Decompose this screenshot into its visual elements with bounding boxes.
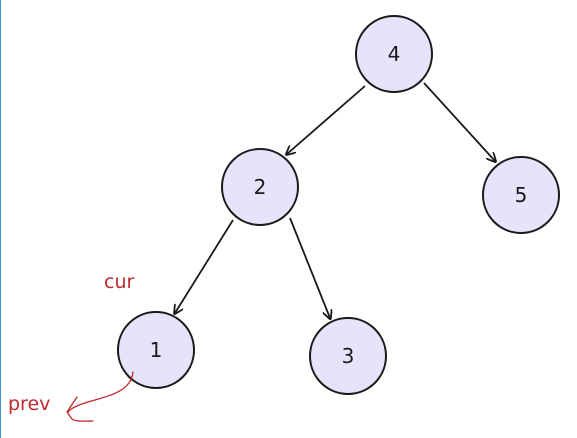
node-5-circle bbox=[482, 156, 560, 234]
tree-node: 3 bbox=[309, 317, 387, 395]
node-1-circle bbox=[117, 311, 195, 389]
edge-4-to-2 bbox=[287, 85, 366, 154]
cur-annotation: cur bbox=[104, 271, 134, 293]
tree-node: 5 bbox=[482, 156, 560, 234]
edge-4-to-5 bbox=[423, 82, 495, 161]
edge-2-to-3 bbox=[289, 217, 330, 318]
node-2-label: 2 bbox=[254, 175, 267, 199]
prev-annotation: prev bbox=[8, 393, 50, 415]
hand-drawn-arrowhead bbox=[66, 396, 94, 422]
node-2-circle bbox=[221, 148, 299, 226]
node-4-circle bbox=[355, 15, 433, 93]
node-3-circle bbox=[309, 317, 387, 395]
node-5-label: 5 bbox=[515, 183, 528, 207]
edge-2-to-1 bbox=[175, 219, 234, 313]
left-edge-bar bbox=[0, 0, 1, 438]
tree-node: 4 bbox=[355, 15, 433, 93]
tree-node: 2 bbox=[221, 148, 299, 226]
node-3-label: 3 bbox=[342, 344, 355, 368]
tree-node: 1 bbox=[117, 311, 195, 389]
hand-drawn-arrow bbox=[67, 371, 134, 413]
node-4-label: 4 bbox=[388, 42, 401, 66]
node-1-label: 1 bbox=[150, 338, 163, 362]
